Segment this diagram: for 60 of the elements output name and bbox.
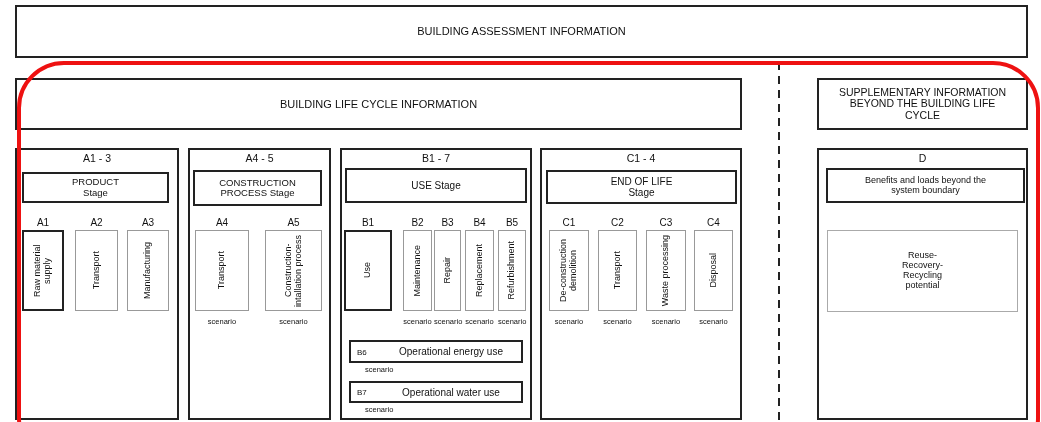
module-code: A2 — [89, 217, 104, 229]
info-box — [345, 168, 527, 203]
box-label: Benefits and loads beyond the system boundary — [863, 175, 988, 196]
box-label: CONSTRUCTION PROCESS Stage — [218, 177, 297, 199]
panel-heading: D — [917, 152, 928, 164]
box-label: PRODUCT Stage — [71, 177, 120, 198]
module-code: B7 — [357, 387, 367, 397]
info-box — [15, 5, 1028, 58]
module-label: De-construction demolition — [559, 238, 579, 304]
module-label: Refurbishment — [507, 241, 517, 300]
module-label: Disposal — [708, 253, 719, 288]
module-label: Transport — [217, 251, 227, 290]
module-label: Raw material supply — [33, 243, 53, 299]
module-code: B4 — [472, 217, 487, 229]
module-code: C2 — [610, 217, 625, 229]
stage-panel — [540, 148, 742, 420]
info-box — [15, 78, 742, 130]
stage-panel — [15, 148, 179, 420]
module-label: Transport — [612, 251, 623, 290]
module-code: C4 — [706, 217, 721, 229]
box-label: BUILDING LIFE CYCLE INFORMATION — [279, 97, 478, 111]
module-label: Operational energy use — [399, 346, 503, 357]
info-box — [827, 230, 1018, 312]
module-code: A4 — [214, 217, 230, 229]
box-label: BUILDING ASSESSMENT INFORMATION — [417, 25, 626, 38]
module-code: B2 — [410, 217, 425, 229]
info-box — [22, 172, 169, 203]
module-label: Transport — [91, 251, 102, 290]
module-code: A3 — [140, 217, 156, 229]
module-code: C3 — [658, 217, 674, 229]
box-label: Reuse- Recovery- Recycling potential — [901, 251, 944, 291]
module-label: Operational water use — [402, 386, 500, 398]
module-label: Use — [363, 262, 373, 279]
stage-panel — [340, 148, 532, 420]
box-label: SUPPLEMENTARY INFORMATION BEYOND THE BUILDING LIFE CYCLE — [837, 86, 1008, 122]
panel-heading: A4 - 5 — [244, 152, 275, 164]
module-code: B3 — [440, 217, 455, 229]
box-label: USE Stage — [411, 180, 461, 191]
panel-heading: B1 - 7 — [421, 152, 451, 164]
module-code: B5 — [504, 217, 520, 229]
info-box — [193, 170, 322, 206]
module-label: Maintenance — [412, 244, 423, 297]
module-label: Construction- intallation process — [283, 233, 304, 309]
stage-panel — [817, 148, 1028, 420]
stage-panel — [188, 148, 331, 420]
module-code: B1 — [360, 217, 376, 229]
module-code: B6 — [357, 347, 367, 356]
module-code: A1 — [35, 217, 51, 229]
module-code: C1 — [561, 217, 577, 229]
box-label: END OF LIFE Stage — [609, 176, 674, 198]
module-label: Repair — [442, 257, 453, 284]
module-code: A5 — [286, 217, 301, 229]
module-label: Waste processing — [661, 234, 671, 307]
module-label: Manufacturing — [143, 241, 153, 299]
panel-heading: A1 - 3 — [82, 152, 112, 164]
info-box — [826, 168, 1025, 203]
panel-heading: C1 - 4 — [625, 152, 657, 164]
info-box — [817, 78, 1028, 130]
module-label: Replacement — [474, 244, 485, 297]
info-box — [546, 170, 737, 204]
